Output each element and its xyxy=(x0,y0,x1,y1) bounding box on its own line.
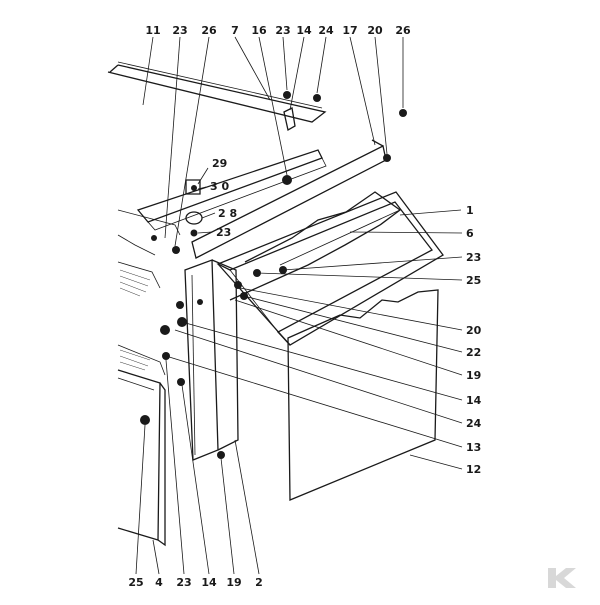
callout-20: 20 xyxy=(466,324,482,337)
watermark-logo xyxy=(548,568,576,588)
callout-1: 1 xyxy=(466,204,474,217)
callout-12: 12 xyxy=(466,463,481,476)
callout-16: 16 xyxy=(251,24,267,37)
callout-23: 23 xyxy=(176,576,191,589)
callout-14: 14 xyxy=(201,576,217,589)
fasteners xyxy=(140,91,407,459)
callout-14: 14 xyxy=(296,24,312,37)
callout-13: 13 xyxy=(466,441,481,454)
callout-23: 23 xyxy=(172,24,187,37)
callout-6: 6 xyxy=(466,227,474,240)
callout-23: 23 xyxy=(275,24,290,37)
callout-26: 26 xyxy=(201,24,217,37)
callout-29: 29 xyxy=(212,157,227,170)
callout-24: 24 xyxy=(466,417,482,430)
callout-20: 20 xyxy=(367,24,383,37)
callout-24: 24 xyxy=(318,24,334,37)
callout-25: 25 xyxy=(466,274,481,287)
callouts-right: 1 6 23 25 20 22 19 14 24 13 12 xyxy=(466,204,482,476)
callout-7: 7 xyxy=(231,24,239,37)
callout-4: 4 xyxy=(155,576,163,589)
callout-19: 19 xyxy=(226,576,241,589)
callout-17: 17 xyxy=(342,24,357,37)
leader-lines xyxy=(135,36,463,575)
callouts-left-middle: 29 3 0 2 8 23 xyxy=(210,157,237,239)
line-art xyxy=(107,61,444,547)
callout-14: 14 xyxy=(466,394,482,407)
callout-19: 19 xyxy=(466,369,481,382)
callout-23: 23 xyxy=(466,251,481,264)
callout-28: 2 8 xyxy=(218,207,237,220)
hatching xyxy=(119,269,151,371)
callouts-bottom: 25 4 23 14 19 2 xyxy=(128,576,262,589)
callout-23: 23 xyxy=(216,226,231,239)
callout-11: 11 xyxy=(145,24,160,37)
callout-2: 2 xyxy=(255,576,263,589)
callout-30: 3 0 xyxy=(210,180,229,193)
callout-26: 26 xyxy=(395,24,411,37)
callout-25: 25 xyxy=(128,576,143,589)
callout-22: 22 xyxy=(466,346,481,359)
callouts-top: 11 23 26 7 16 23 14 24 17 20 26 xyxy=(145,24,411,37)
